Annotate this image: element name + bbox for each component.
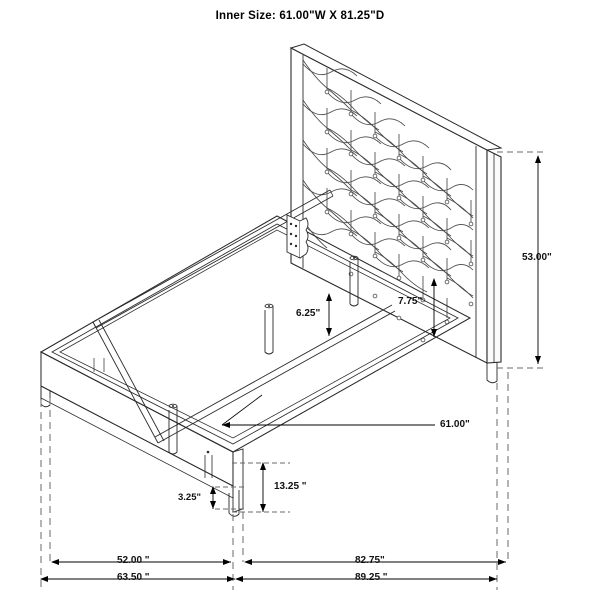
dimension-label-headboard-height: 53.00" bbox=[522, 252, 552, 263]
headboard-bracket bbox=[286, 214, 309, 259]
dimension-label-rail-depth: 7.75" bbox=[398, 296, 423, 307]
dimension-label-inner-width: 61.00" bbox=[440, 419, 470, 430]
tufting-pattern bbox=[302, 54, 474, 343]
headboard-group bbox=[289, 43, 503, 364]
bed-frame-group bbox=[39, 189, 498, 517]
dimension-label-overall-depth: 89.25 " bbox=[355, 572, 388, 583]
dimension-label-rail-clearance: 6.25" bbox=[296, 308, 321, 319]
dimension-label-outer-length: 82.75" bbox=[355, 555, 385, 566]
dimension-label-footboard-height: 13.25 " bbox=[274, 481, 307, 492]
dimension-label-overall-width: 63.50 " bbox=[117, 572, 150, 583]
tuft-buttons bbox=[324, 89, 474, 343]
page-title: Inner Size: 61.00"W X 81.25"D bbox=[215, 10, 385, 22]
support-legs bbox=[168, 255, 359, 455]
dimension-lines bbox=[40, 151, 545, 590]
dimension-label-inner-length: 52.00 " bbox=[117, 555, 150, 566]
dimension-label-leg-height: 3.25" bbox=[178, 492, 201, 503]
